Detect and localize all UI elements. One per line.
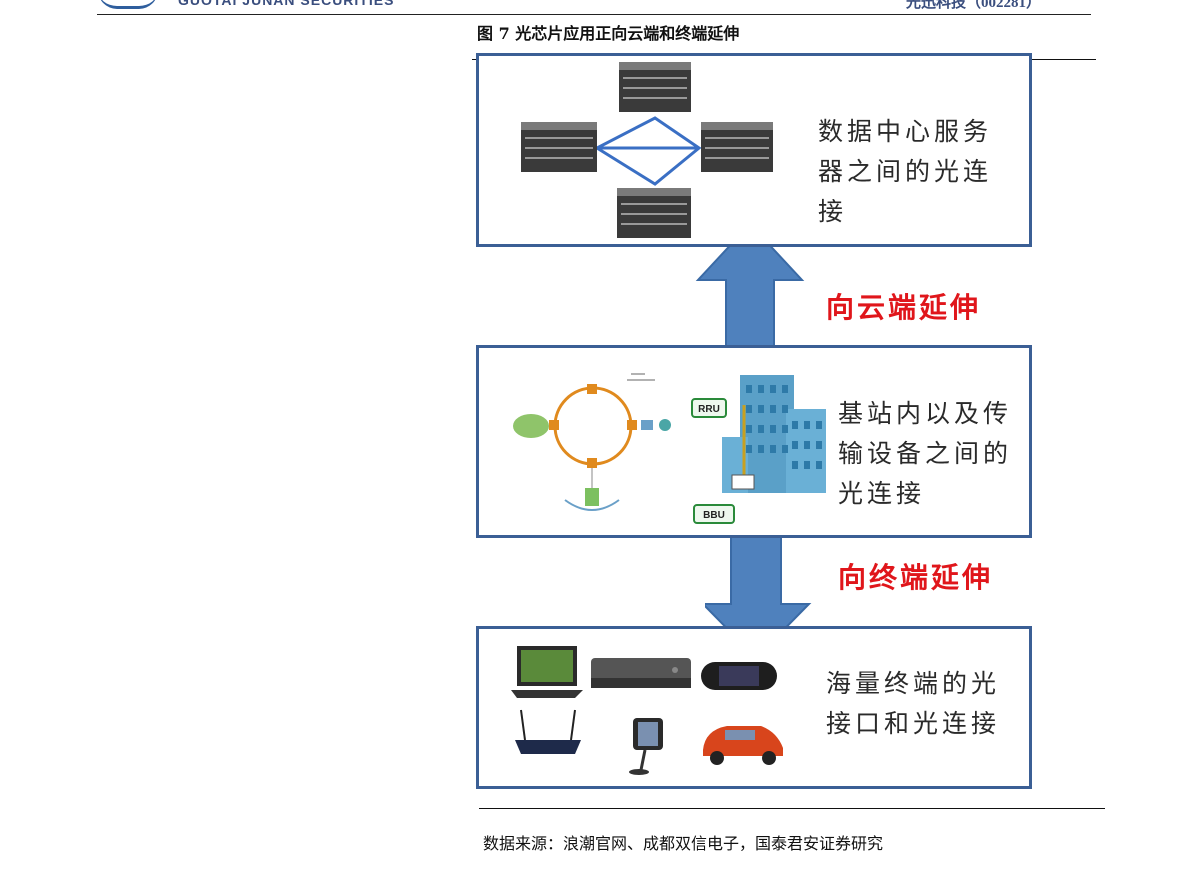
building-rru-bbu-diagram: RRU BBU <box>691 375 826 524</box>
server-network-diagram <box>521 62 773 238</box>
datacenter-label: 数据中心服务 器之间的光连 接 <box>818 112 992 232</box>
source-rule <box>479 808 1105 809</box>
ring-network-diagram <box>513 373 671 511</box>
label-line: 接口和光连接 <box>826 709 1001 738</box>
source-note: 数据来源：浪潮官网、成都双信电子，国泰君安证券研究 <box>483 834 884 853</box>
server-icon <box>521 122 597 172</box>
router-icon <box>515 709 581 754</box>
label-line: 光连接 <box>838 479 926 508</box>
company-logo <box>98 0 158 9</box>
arrow-up-label: 向云端延伸 <box>826 291 982 324</box>
terminal-label: 海量终端的光 接口和光连接 <box>826 664 1000 744</box>
header-divider <box>97 14 1091 15</box>
server-icon <box>617 188 691 238</box>
laptop-icon <box>511 646 583 698</box>
server-icon <box>619 62 691 112</box>
brand-name: GUOTAI JUNAN SECURITIES <box>178 0 395 8</box>
bbu-tag: BBU <box>703 510 725 521</box>
server-icon <box>701 122 773 172</box>
label-line: 接 <box>818 197 848 226</box>
figure-title: 图 7 光芯片应用正向云端和终端延伸 <box>477 24 740 43</box>
base-station-label: 基站内以及传 输设备之间的 光连接 <box>838 394 1012 514</box>
phone-holder-icon <box>629 718 663 775</box>
arrow-down-label: 向终端延伸 <box>838 561 994 594</box>
label-line: 海量终端的光 <box>826 669 1001 698</box>
terminal-devices <box>511 646 783 775</box>
game-console-icon <box>701 662 777 690</box>
label-line: 器之间的光连 <box>818 157 993 186</box>
label-line: 基站内以及传 <box>838 399 1013 428</box>
label-line: 数据中心服务 <box>818 117 993 146</box>
rru-tag: RRU <box>698 404 720 415</box>
label-line: 输设备之间的 <box>838 439 1013 468</box>
stock-reference: 光迅科技（002281） <box>906 0 1042 11</box>
set-top-box-icon <box>591 658 691 688</box>
car-icon <box>703 726 783 765</box>
